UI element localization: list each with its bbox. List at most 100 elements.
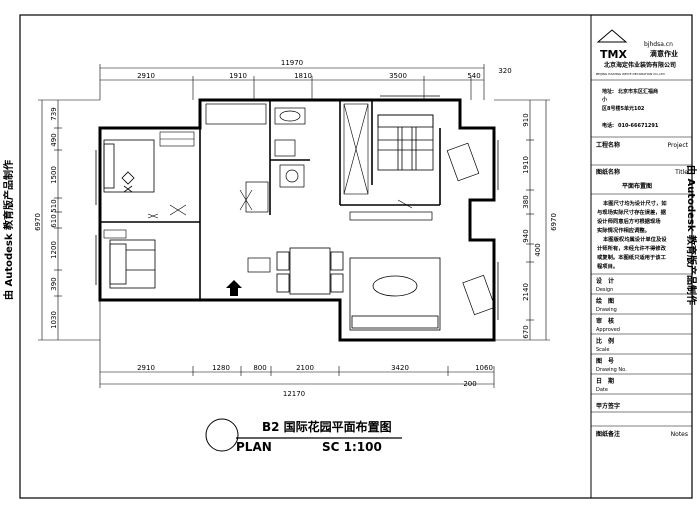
dim-left-seg-6: 1200 — [50, 241, 58, 259]
project-label: 工程名称 — [596, 141, 620, 149]
dim-top-seg-1: 2910 — [137, 72, 155, 80]
watermark-right: 由 Autodesk 教育版产品制作 — [685, 165, 698, 305]
title-block-row-label: 比 例 — [596, 337, 614, 345]
dim-right-seg-7: 670 — [522, 325, 530, 338]
drawing-title-circle — [205, 418, 239, 452]
windows — [95, 95, 499, 320]
right-dimension-lines — [494, 99, 550, 341]
remark-label-en: Notes — [671, 431, 688, 438]
phone-label: 电话: — [602, 122, 614, 129]
address-value: 北京市东区汇福商 — [618, 88, 658, 95]
dim-right-seg-4: 940 — [522, 229, 530, 242]
bed-master — [377, 114, 434, 171]
note-line: 与现场实际尺寸存在误差，据 — [597, 208, 667, 216]
drawing-plan-label: PLAN — [236, 440, 272, 454]
bathroom-fixtures — [274, 107, 306, 188]
bed-small — [109, 239, 156, 289]
dim-top-seg-5: 540 — [467, 72, 480, 80]
sofa-set — [349, 257, 441, 331]
dim-left-seg-7: 390 — [50, 277, 58, 290]
dim-top-overall: 11970 — [281, 59, 303, 67]
top-dimension-lines — [99, 64, 485, 100]
dim-top-seg-3: 1810 — [294, 72, 312, 80]
dim-right-overall: 6970 — [550, 213, 558, 231]
dim-bottom-overall: 12170 — [283, 390, 305, 398]
dim-top-seg-2: 1910 — [229, 72, 247, 80]
title-value: 平面布置图 — [622, 182, 652, 190]
dim-right-seg-2: 1910 — [522, 156, 530, 174]
logo-mark: TMX — [600, 48, 627, 61]
sheet-border — [19, 14, 693, 499]
left-dimension-lines — [38, 99, 100, 341]
dim-bottom-seg-6: 1060 — [475, 364, 493, 372]
dim-left-seg-2: 490 — [50, 133, 58, 146]
title-block: TMX bjhdsa.cn 滴意作业 北京海定伟业装饰有限公司 BEIJING … — [591, 29, 692, 438]
dim-left-seg-1: 739 — [50, 107, 58, 120]
dim-bottom-small: 200 — [463, 380, 476, 388]
dim-left-seg-4: 510 — [50, 199, 58, 212]
drawing-title: B2 国际花园平面布置图 — [262, 419, 392, 434]
title-block-row-label-en: Date — [596, 387, 608, 393]
tv-cabinet — [349, 211, 433, 221]
title-block-row-label-en: Approved — [596, 327, 620, 333]
dim-left-seg-8: 1030 — [50, 311, 58, 329]
exterior-walls — [98, 98, 496, 342]
logo-site: bjhdsa.cn — [644, 41, 673, 48]
dim-bottom-seg-4: 2100 — [296, 364, 314, 372]
sign-label: 甲方签字 — [596, 402, 620, 410]
entrance-arrow-icon — [226, 280, 242, 296]
company-name-en: BEIJING HAIDING WEIYE DECORATION CO.,LTD — [596, 72, 666, 76]
title-label-en: Title — [674, 169, 688, 176]
title-block-row-label: 审 核 — [596, 317, 614, 325]
dim-bottom-seg-3: 800 — [253, 364, 266, 372]
note-line: 或复制。本图纸只适用于该工 — [597, 253, 667, 261]
note-line: 本图尺寸均为设计尺寸，如 — [603, 199, 667, 207]
note-line: 计师所有，未经允许不得修改 — [597, 244, 667, 252]
note-line: 实际情况作相应调整。 — [597, 226, 650, 234]
phone-value: 010-66671291 — [618, 123, 659, 129]
dim-top-seg-4: 3500 — [389, 72, 407, 80]
dim-bottom-seg-1: 2910 — [137, 364, 155, 372]
dim-right-seg-1: 910 — [522, 113, 530, 126]
title-block-row-label-en: Scale — [596, 347, 609, 353]
dim-right-seg-5: 400 — [534, 243, 542, 256]
watermark-left: 由 Autodesk 教育版产品制作 — [2, 160, 15, 300]
dim-right-seg-3: 380 — [522, 195, 530, 208]
bottom-dimension-lines — [99, 300, 495, 388]
dim-left-overall: 6970 — [34, 213, 42, 231]
lounge-chair-bottom — [462, 274, 496, 316]
address-label: 地址: — [602, 88, 614, 95]
logo-name: 滴意作业 — [650, 49, 678, 58]
company-name: 北京海定伟业装饰有限公司 — [604, 61, 676, 69]
interior-walls — [100, 100, 441, 300]
dining-table — [276, 247, 344, 295]
logo-roof-icon — [596, 29, 628, 43]
remark-label: 图纸备注 — [596, 430, 620, 438]
title-block-row-label: 绘 图 — [596, 297, 614, 305]
light-fixtures — [147, 189, 413, 219]
wardrobe-master — [343, 103, 369, 195]
title-block-row-label: 图 号 — [596, 357, 614, 365]
dim-bottom-seg-5: 3420 — [391, 364, 409, 372]
bed-left — [103, 139, 155, 193]
title-block-rows: 设 计 Design 绘 图 Drawing 审 核 Approved 比 例 Scale 图 … — [591, 273, 692, 395]
title-block-row-label-en: Design — [596, 287, 613, 293]
title-block-row-label-en: Drawing — [596, 307, 617, 313]
project-label-en: Project — [667, 142, 688, 149]
title-block-row-label: 日 期 — [596, 377, 614, 385]
note-line: 程项目。 — [597, 262, 618, 270]
wardrobe-left — [159, 131, 195, 216]
note-line: 设计师同意后方可根据现场 — [597, 217, 661, 225]
dim-bottom-seg-2: 1280 — [212, 364, 230, 372]
notes-block: 本图尺寸均为设计尺寸，如与现场实际尺寸存在误差，据设计师同意后方可根据现场实际情… — [597, 199, 667, 270]
kitchen-counter — [205, 103, 271, 273]
dim-top-seg-6: 320 — [498, 67, 511, 75]
address-line-2: 小 — [602, 96, 607, 103]
title-block-row-label: 设 计 — [596, 277, 614, 285]
note-line: 本图版权均属设计单位及设 — [603, 235, 667, 243]
desk-small — [103, 229, 127, 239]
dim-right-seg-6: 2140 — [522, 283, 530, 301]
title-label: 图纸名称 — [596, 168, 620, 176]
